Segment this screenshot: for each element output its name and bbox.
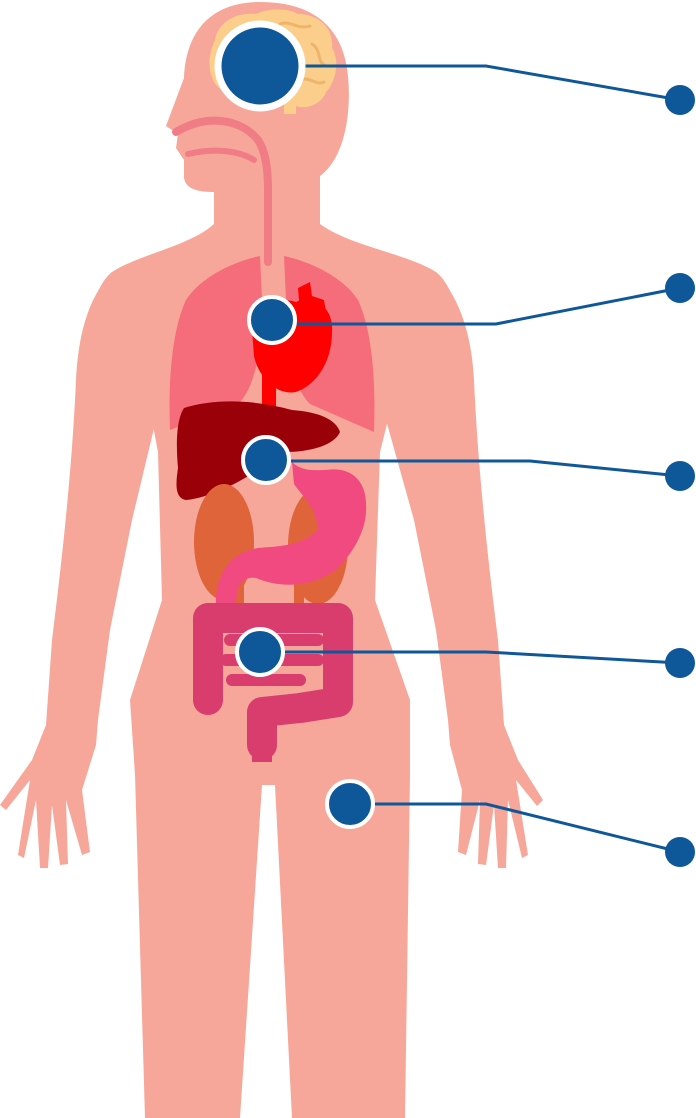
heart-endpoint-dot[interactable] bbox=[665, 273, 695, 303]
large-intestine bbox=[193, 603, 353, 760]
mouth-passage bbox=[185, 147, 257, 163]
brain-endpoint-dot[interactable] bbox=[665, 85, 695, 115]
lower-body-endpoint-dot[interactable] bbox=[665, 837, 695, 867]
lower-body-marker-dot[interactable] bbox=[325, 779, 375, 829]
left-arm bbox=[0, 272, 156, 868]
brain-marker-dot[interactable] bbox=[214, 20, 306, 112]
endpoint-dots bbox=[665, 85, 695, 867]
left-lung bbox=[169, 256, 262, 430]
lower-body-leader-line bbox=[374, 802, 681, 854]
right-ureter bbox=[294, 575, 304, 610]
right-arm bbox=[386, 272, 543, 868]
intestine-marker-dot[interactable] bbox=[235, 627, 285, 677]
heart-marker-dot[interactable] bbox=[247, 295, 297, 345]
stomach bbox=[215, 462, 367, 608]
brain-leader-line bbox=[300, 64, 681, 102]
liver-endpoint-dot[interactable] bbox=[665, 461, 695, 491]
left-ureter bbox=[234, 575, 244, 610]
liver-leader-line bbox=[290, 459, 681, 478]
rectum bbox=[252, 740, 272, 762]
liver-marker-dot[interactable] bbox=[241, 435, 291, 485]
leader-lines bbox=[284, 64, 681, 854]
intestine-endpoint-dot[interactable] bbox=[665, 648, 695, 678]
markers bbox=[214, 20, 375, 829]
nasal-passage bbox=[172, 116, 272, 266]
heart-top bbox=[298, 282, 326, 314]
intestine-leader-line bbox=[284, 650, 681, 665]
heart-leader-line bbox=[294, 286, 681, 326]
airway bbox=[172, 116, 272, 266]
stomach-shape bbox=[215, 462, 367, 608]
